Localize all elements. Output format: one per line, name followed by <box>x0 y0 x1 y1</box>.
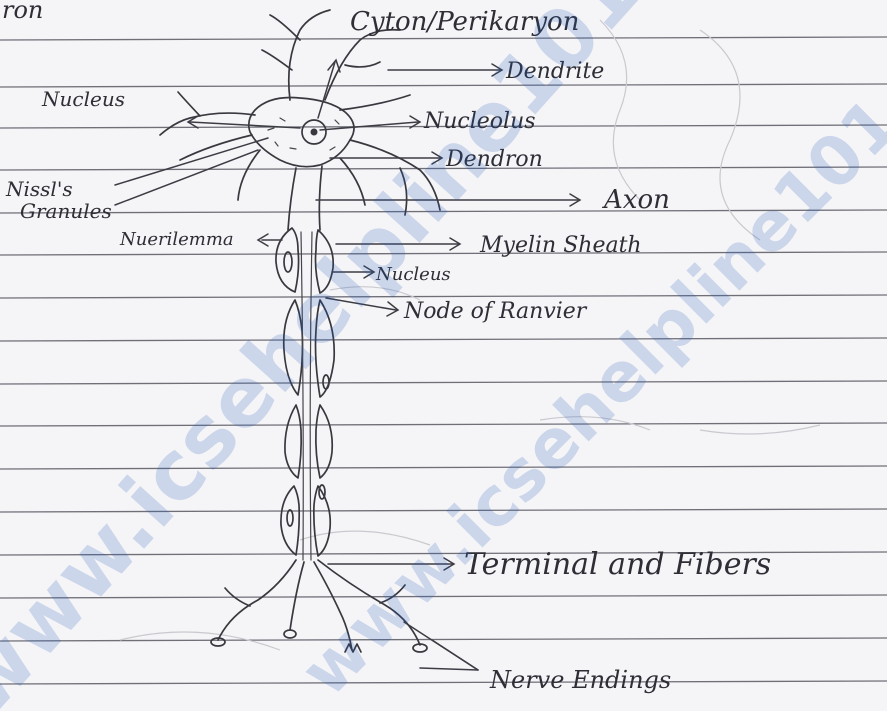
dendrite-branch <box>340 95 410 110</box>
terminal-branch <box>290 562 304 630</box>
label-node-of-ranvier: Node of Ranvier <box>403 299 588 324</box>
label-nucleus-top: Nucleus <box>41 87 125 111</box>
heading-fragment: ron <box>2 0 43 24</box>
ruled-line <box>0 681 887 684</box>
ruled-line <box>0 338 887 341</box>
dendrite-branch <box>270 15 300 40</box>
nucleolus-dot <box>311 129 318 136</box>
label-myelin: Myelin Sheath <box>479 233 642 258</box>
label-neurilemma: Nuerilemma <box>119 229 234 250</box>
label-terminal-fibers: Terminal and Fibers <box>464 547 771 582</box>
label-nerve-endings: Nerve Endings <box>489 666 671 694</box>
ruled-line <box>0 423 887 426</box>
ruled-line <box>0 381 887 384</box>
schwann-nucleus <box>284 252 292 272</box>
label-axon: Axon <box>602 185 670 215</box>
nissl-granules <box>268 118 339 150</box>
ruled-line <box>0 84 887 87</box>
ruled-line <box>0 638 887 641</box>
dendrite-branch <box>238 150 260 200</box>
dendrite-branch <box>178 92 200 116</box>
myelin-segment <box>316 405 332 478</box>
dendrite-branch <box>325 30 400 100</box>
myelin-segment <box>281 486 299 555</box>
ruled-line <box>0 37 887 40</box>
myelin-segment <box>314 486 330 556</box>
terminal-branch <box>218 560 296 640</box>
axon-left-edge <box>288 168 296 230</box>
nerve-ending-bouton <box>284 630 296 638</box>
label-nissl-line2: Granules <box>20 199 112 223</box>
watermark-text-right: www.icsehelpline101.wordpress.com <box>286 0 887 711</box>
dendrite-branch <box>345 62 380 67</box>
schwann-nucleus <box>287 510 293 526</box>
label-nissl-line1: Nissl's <box>5 177 73 201</box>
axon-right-edge <box>319 166 322 230</box>
dendrite-branch <box>262 50 292 70</box>
